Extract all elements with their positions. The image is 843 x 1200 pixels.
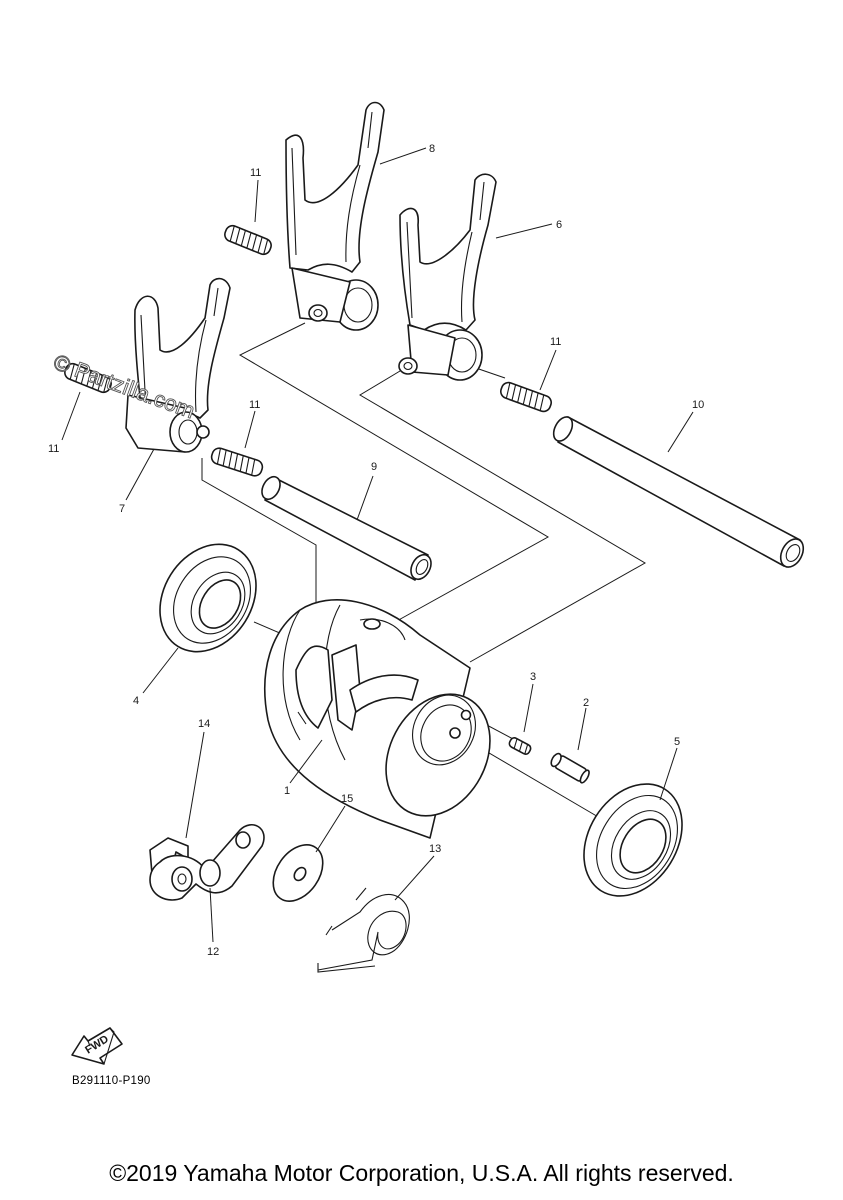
forward-arrow-icon: FWD: [71, 1027, 123, 1065]
bearing-5: [583, 783, 683, 897]
callout-6: 6: [556, 219, 562, 231]
shift-fork-7: [125, 277, 231, 453]
stopper-lever-12: [149, 824, 265, 901]
callout-12: 12: [207, 946, 219, 958]
callout-1: 1: [284, 785, 290, 797]
callout-13: 13: [429, 843, 441, 855]
callout-15: 15: [341, 793, 353, 805]
shift-fork-6: [398, 173, 497, 381]
callout-leaders: [61, 147, 694, 943]
pin-spring-3: [508, 737, 532, 755]
callout-11-middle: 11: [249, 399, 260, 411]
callout-11-left: 11: [48, 443, 59, 455]
pin-2: [550, 752, 590, 784]
spring-11-a: [224, 224, 272, 256]
callout-4: 4: [133, 695, 139, 707]
shift-fork-shaft-10: [552, 416, 805, 568]
torsion-spring-13: [317, 887, 410, 973]
callout-9: 9: [371, 461, 377, 473]
shift-drum-1: [264, 599, 491, 839]
washer-15: [272, 844, 324, 902]
drawing-code: B291110-P190: [72, 1075, 151, 1087]
callout-10: 10: [692, 399, 704, 411]
shift-fork-shaft-9: [261, 475, 432, 581]
spring-11-b: [64, 362, 112, 394]
callout-8: 8: [429, 143, 435, 155]
callout-3: 3: [530, 671, 536, 683]
copyright-notice: ©2019 Yamaha Motor Corporation, U.S.A. A…: [109, 1160, 734, 1186]
callout-7: 7: [119, 503, 125, 515]
shift-fork-8: [285, 101, 385, 331]
callout-14: 14: [198, 718, 210, 730]
callout-numbers: 8 6 7 11 11 11 11 9 10 4 1 3 2 5 14 12 1…: [48, 143, 704, 958]
callout-11-right: 11: [550, 336, 561, 348]
callout-2: 2: [583, 697, 589, 709]
callout-11-top: 11: [250, 167, 261, 179]
callout-5: 5: [674, 736, 680, 748]
bearing-4: [159, 543, 257, 653]
spring-11-d: [500, 381, 552, 413]
spring-11-c: [210, 447, 264, 477]
